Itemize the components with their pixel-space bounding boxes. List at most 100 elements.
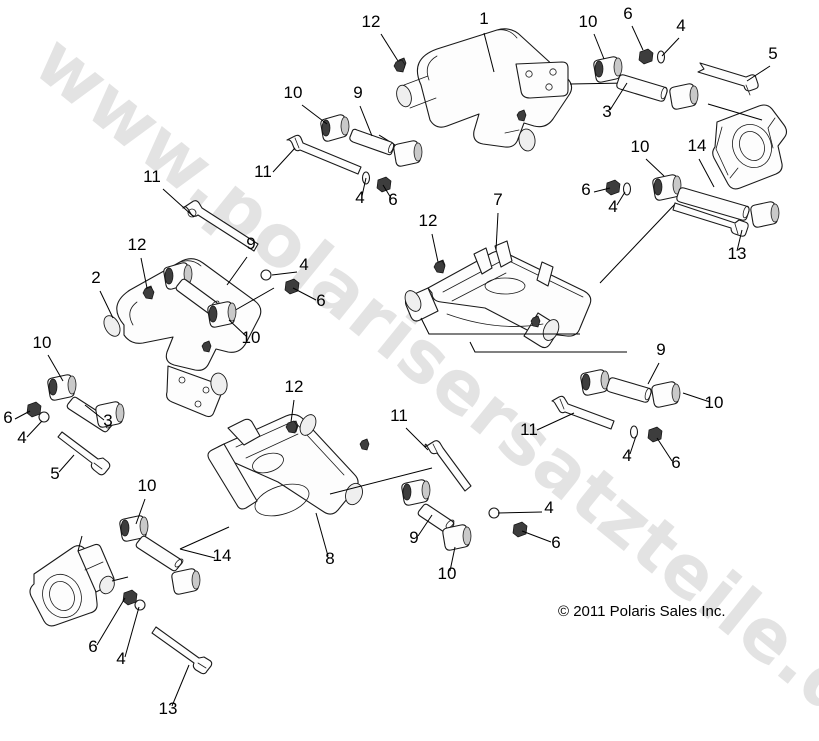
bushing-10-d — [669, 83, 699, 110]
callout-number: 1 — [479, 9, 488, 28]
washer-4-c — [622, 182, 632, 196]
callout-number: 13 — [159, 699, 178, 718]
callout-14-c33: 14 — [179, 546, 232, 565]
hardware-layer — [26, 48, 780, 675]
callout-12-c34: 12 — [285, 377, 304, 423]
callout-number: 9 — [353, 83, 362, 102]
callout-9-c9: 9 — [353, 83, 373, 137]
callout-number: 10 — [705, 393, 724, 412]
callout-5-c6: 5 — [746, 44, 778, 82]
callout-4-c17: 4 — [608, 191, 626, 216]
callout-number: 12 — [128, 235, 147, 254]
callout-number: 14 — [213, 546, 232, 565]
leader-line — [661, 37, 680, 57]
bushing-10-l — [171, 568, 201, 595]
callout-11-c11: 11 — [143, 167, 195, 218]
callout-number: 7 — [493, 190, 502, 209]
watermark-text: www.polarisersatzteile.de — [19, 18, 819, 741]
bolt-11-d — [551, 395, 615, 430]
bushing-10-n — [442, 524, 472, 551]
callout-number: 14 — [688, 136, 707, 155]
bushing-10-a — [320, 114, 350, 142]
leader-line — [645, 158, 665, 177]
callout-4-c44: 4 — [622, 435, 637, 465]
callout-11-c43: 11 — [520, 412, 575, 439]
callout-number: 11 — [143, 167, 161, 186]
callout-10-c42: 10 — [682, 392, 724, 412]
callout-number: 6 — [551, 533, 560, 552]
bolt-5-a — [697, 62, 759, 96]
washer-4-d — [260, 269, 272, 281]
washer-4-b — [656, 50, 666, 64]
leader-line — [179, 548, 216, 559]
bushing-10-h — [207, 301, 237, 328]
leader-line — [140, 257, 148, 289]
bolt-13-b — [151, 626, 213, 675]
part-7-lower-control-arm-right — [404, 202, 677, 353]
callout-3-c28: 3 — [84, 404, 113, 430]
leader-line — [171, 664, 190, 707]
callout-number: 10 — [242, 328, 261, 347]
callout-number: 5 — [50, 464, 59, 483]
leader-line — [272, 147, 296, 173]
callout-number: 4 — [608, 197, 617, 216]
leader-line — [292, 287, 317, 301]
callout-number: 5 — [768, 44, 777, 63]
leader-line — [58, 454, 75, 473]
callout-number: 11 — [254, 162, 272, 181]
leader-line — [382, 184, 392, 199]
callout-6-c25: 6 — [292, 287, 326, 310]
bushing-10-o — [580, 369, 610, 396]
callout-number: 6 — [623, 4, 632, 23]
leader-line — [746, 65, 771, 82]
callout-number: 6 — [3, 408, 12, 427]
callout-6-c46: 6 — [88, 597, 126, 656]
bushing-10-i — [47, 374, 77, 401]
leader-line — [536, 412, 575, 431]
callout-13-c48: 13 — [159, 664, 190, 718]
callout-10-c32: 10 — [135, 476, 156, 525]
bolt-11-c — [424, 440, 472, 492]
bushing-10-m — [401, 479, 431, 506]
bolt-5-b — [57, 431, 111, 476]
leader-line — [228, 319, 248, 338]
callout-12-c20: 12 — [419, 211, 439, 263]
leader-line — [26, 420, 43, 438]
sleeve-14-a — [676, 187, 750, 221]
leader-line — [656, 437, 673, 462]
callout-7-c19: 7 — [493, 190, 503, 251]
callout-number: 12 — [285, 377, 304, 396]
bushing-10-b — [393, 140, 423, 167]
callout-4-c12: 4 — [355, 177, 367, 207]
callout-number: 6 — [316, 291, 325, 310]
part-2-upper-control-arm-left — [103, 258, 275, 418]
leader-line — [47, 354, 64, 382]
sleeve-9-d — [606, 377, 652, 403]
bolt-11-a — [286, 134, 362, 175]
callout-4-c30: 4 — [17, 420, 43, 447]
washer-4-f — [134, 599, 146, 611]
grease-fitting-12-a — [393, 59, 406, 73]
nut-6-b — [638, 48, 654, 65]
callout-14-c14: 14 — [688, 136, 715, 188]
callout-number: 9 — [246, 234, 255, 253]
bolt-13-a — [672, 202, 749, 237]
leader-line — [593, 33, 605, 60]
leader-line — [629, 435, 637, 455]
callout-4-c24: 4 — [271, 255, 309, 276]
callout-number: 8 — [325, 549, 334, 568]
callout-number: 11 — [520, 420, 538, 439]
nut-6-h — [647, 426, 663, 443]
callout-12-c21: 12 — [128, 235, 148, 289]
callout-number: 6 — [581, 180, 590, 199]
callout-6-c29: 6 — [3, 408, 31, 427]
sleeve-14-b — [135, 535, 184, 572]
callout-number: 10 — [438, 564, 457, 583]
bushing-10-f — [750, 201, 780, 228]
callout-number: 4 — [116, 649, 125, 668]
callout-number: 3 — [103, 411, 112, 430]
leader-line — [271, 271, 298, 276]
leader-line — [698, 158, 715, 188]
callout-6-c45: 6 — [656, 437, 681, 472]
